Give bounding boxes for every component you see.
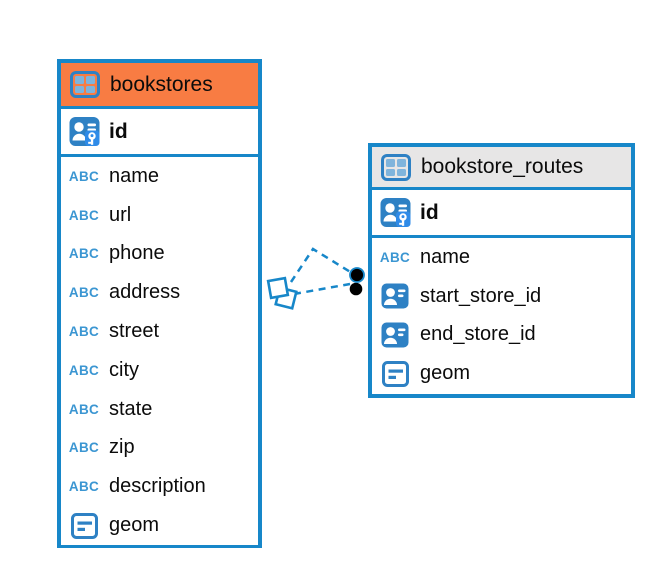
column-name: geom — [420, 362, 471, 385]
person-badge-icon — [379, 283, 411, 309]
text-abc-icon: ABC — [68, 207, 100, 223]
row-bookstores-geom[interactable]: geom — [61, 506, 258, 545]
row-routes-start-store-id[interactable]: start_store_id — [372, 276, 631, 316]
column-name: state — [109, 397, 153, 420]
column-name: name — [109, 164, 160, 187]
column-name: city — [109, 358, 139, 381]
text-abc-icon: ABC — [68, 324, 100, 340]
row-bookstores-zip[interactable]: ABC zip — [61, 428, 258, 468]
row-routes-geom[interactable]: geom — [372, 354, 631, 394]
row-bookstores-phone[interactable]: ABC phone — [61, 234, 258, 274]
row-routes-name[interactable]: ABC name — [372, 238, 631, 277]
text-abc-icon: ABC — [68, 285, 100, 301]
text-abc-icon: ABC — [68, 362, 100, 378]
row-bookstores-street[interactable]: ABC street — [61, 312, 258, 351]
row-routes-end-store-id[interactable]: end_store_id — [372, 315, 631, 355]
column-name: address — [109, 281, 181, 304]
column-name: start_store_id — [420, 284, 542, 307]
column-name: url — [109, 203, 132, 226]
table-bookstore-routes-header[interactable]: bookstore_routes — [372, 147, 631, 190]
row-bookstores-url[interactable]: ABC url — [61, 195, 258, 235]
row-bookstores-description[interactable]: ABC description — [61, 467, 258, 507]
table-bookstore-routes[interactable]: bookstore_routes id ABC — [368, 143, 635, 398]
column-name: zip — [109, 436, 135, 459]
person-key-icon — [68, 116, 100, 147]
column-name: geom — [109, 514, 160, 537]
row-bookstores-name[interactable]: ABC name — [61, 157, 258, 196]
text-abc-icon: ABC — [68, 168, 100, 184]
column-name: description — [109, 475, 206, 498]
relationship-line-lower[interactable] — [293, 282, 351, 296]
person-badge-icon — [379, 322, 411, 348]
text-abc-icon: ABC — [68, 440, 100, 456]
column-name: end_store_id — [420, 323, 536, 346]
relationship-line-upper[interactable] — [289, 247, 353, 283]
geometry-icon — [379, 360, 411, 387]
table-bookstore-routes-title: bookstore_routes — [421, 155, 584, 178]
relationship-dot-marker[interactable] — [349, 267, 365, 296]
table-icon — [380, 153, 412, 181]
column-name: id — [420, 200, 439, 224]
column-name: name — [420, 245, 471, 268]
text-abc-icon: ABC — [68, 246, 100, 262]
text-abc-icon: ABC — [68, 479, 100, 495]
table-bookstores-title: bookstores — [110, 72, 213, 96]
row-bookstores-address[interactable]: ABC address — [61, 273, 258, 313]
column-name: street — [109, 320, 160, 343]
table-bookstores-header[interactable]: bookstores — [61, 63, 258, 109]
table-bookstores[interactable]: bookstores id ABC — [57, 59, 262, 548]
geometry-icon — [68, 512, 100, 539]
row-bookstores-state[interactable]: ABC state — [61, 389, 258, 429]
row-bookstores-id[interactable]: id — [61, 109, 258, 157]
table-icon — [69, 71, 101, 98]
column-name: phone — [109, 242, 165, 265]
person-key-icon — [379, 197, 411, 228]
text-abc-icon: ABC — [68, 401, 100, 417]
row-routes-id[interactable]: id — [372, 190, 631, 238]
text-abc-icon: ABC — [379, 249, 411, 265]
row-bookstores-city[interactable]: ABC city — [61, 350, 258, 390]
column-name: id — [109, 119, 128, 143]
relationship-diamond-marker[interactable] — [266, 276, 298, 310]
